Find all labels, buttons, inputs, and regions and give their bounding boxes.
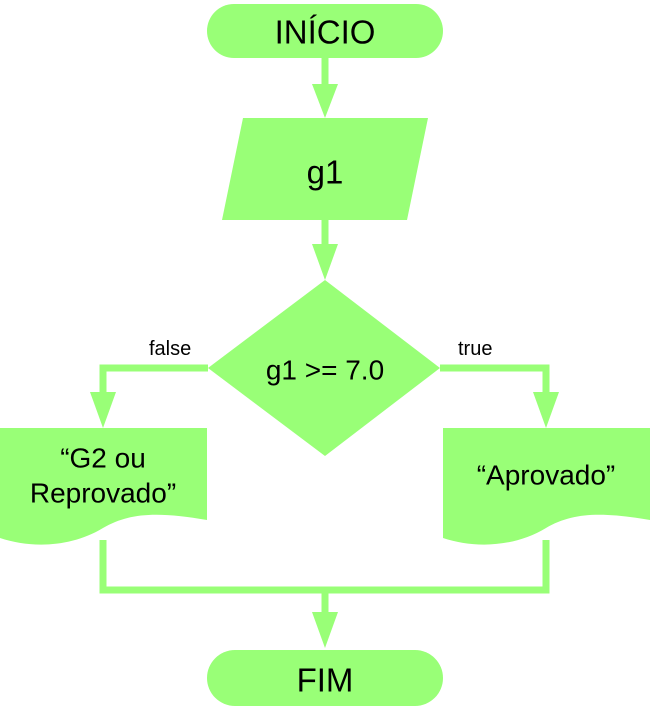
start-terminator-shape [207,4,443,58]
arrowhead-true-output [533,392,559,428]
start-terminator: INÍCIO [207,4,443,58]
false-branch-label: false [149,338,191,360]
false-output-line1: “G2 ou [60,443,146,474]
arrowhead-decision [312,244,338,280]
connectors [90,58,559,648]
true-output-label: “Aprovado” [477,460,616,491]
false-output-line2: Reprovado” [30,478,176,509]
decision-shape [208,280,440,456]
arrowhead-input [312,84,338,118]
arrowhead-end [312,612,338,648]
input-node: g1 [222,118,428,220]
false-output-node: “G2 ou Reprovado” [0,428,207,545]
false-output-shape [0,428,207,545]
arrowhead-false-output [90,392,116,428]
start-label: INÍCIO [275,14,376,51]
true-branch-label: true [458,338,492,360]
input-label: g1 [307,154,344,191]
end-terminator: FIM [207,650,443,706]
end-label: FIM [297,662,354,699]
true-output-shape [443,428,650,545]
connector-true-branch [440,364,550,396]
connector-false-branch [99,364,208,396]
decision-label: g1 >= 7.0 [266,355,384,386]
input-shape [222,118,428,220]
end-terminator-shape [207,650,443,706]
true-output-node: “Aprovado” [443,428,650,545]
decision-node: g1 >= 7.0 [208,280,440,456]
connector-false-to-merge [99,540,550,594]
